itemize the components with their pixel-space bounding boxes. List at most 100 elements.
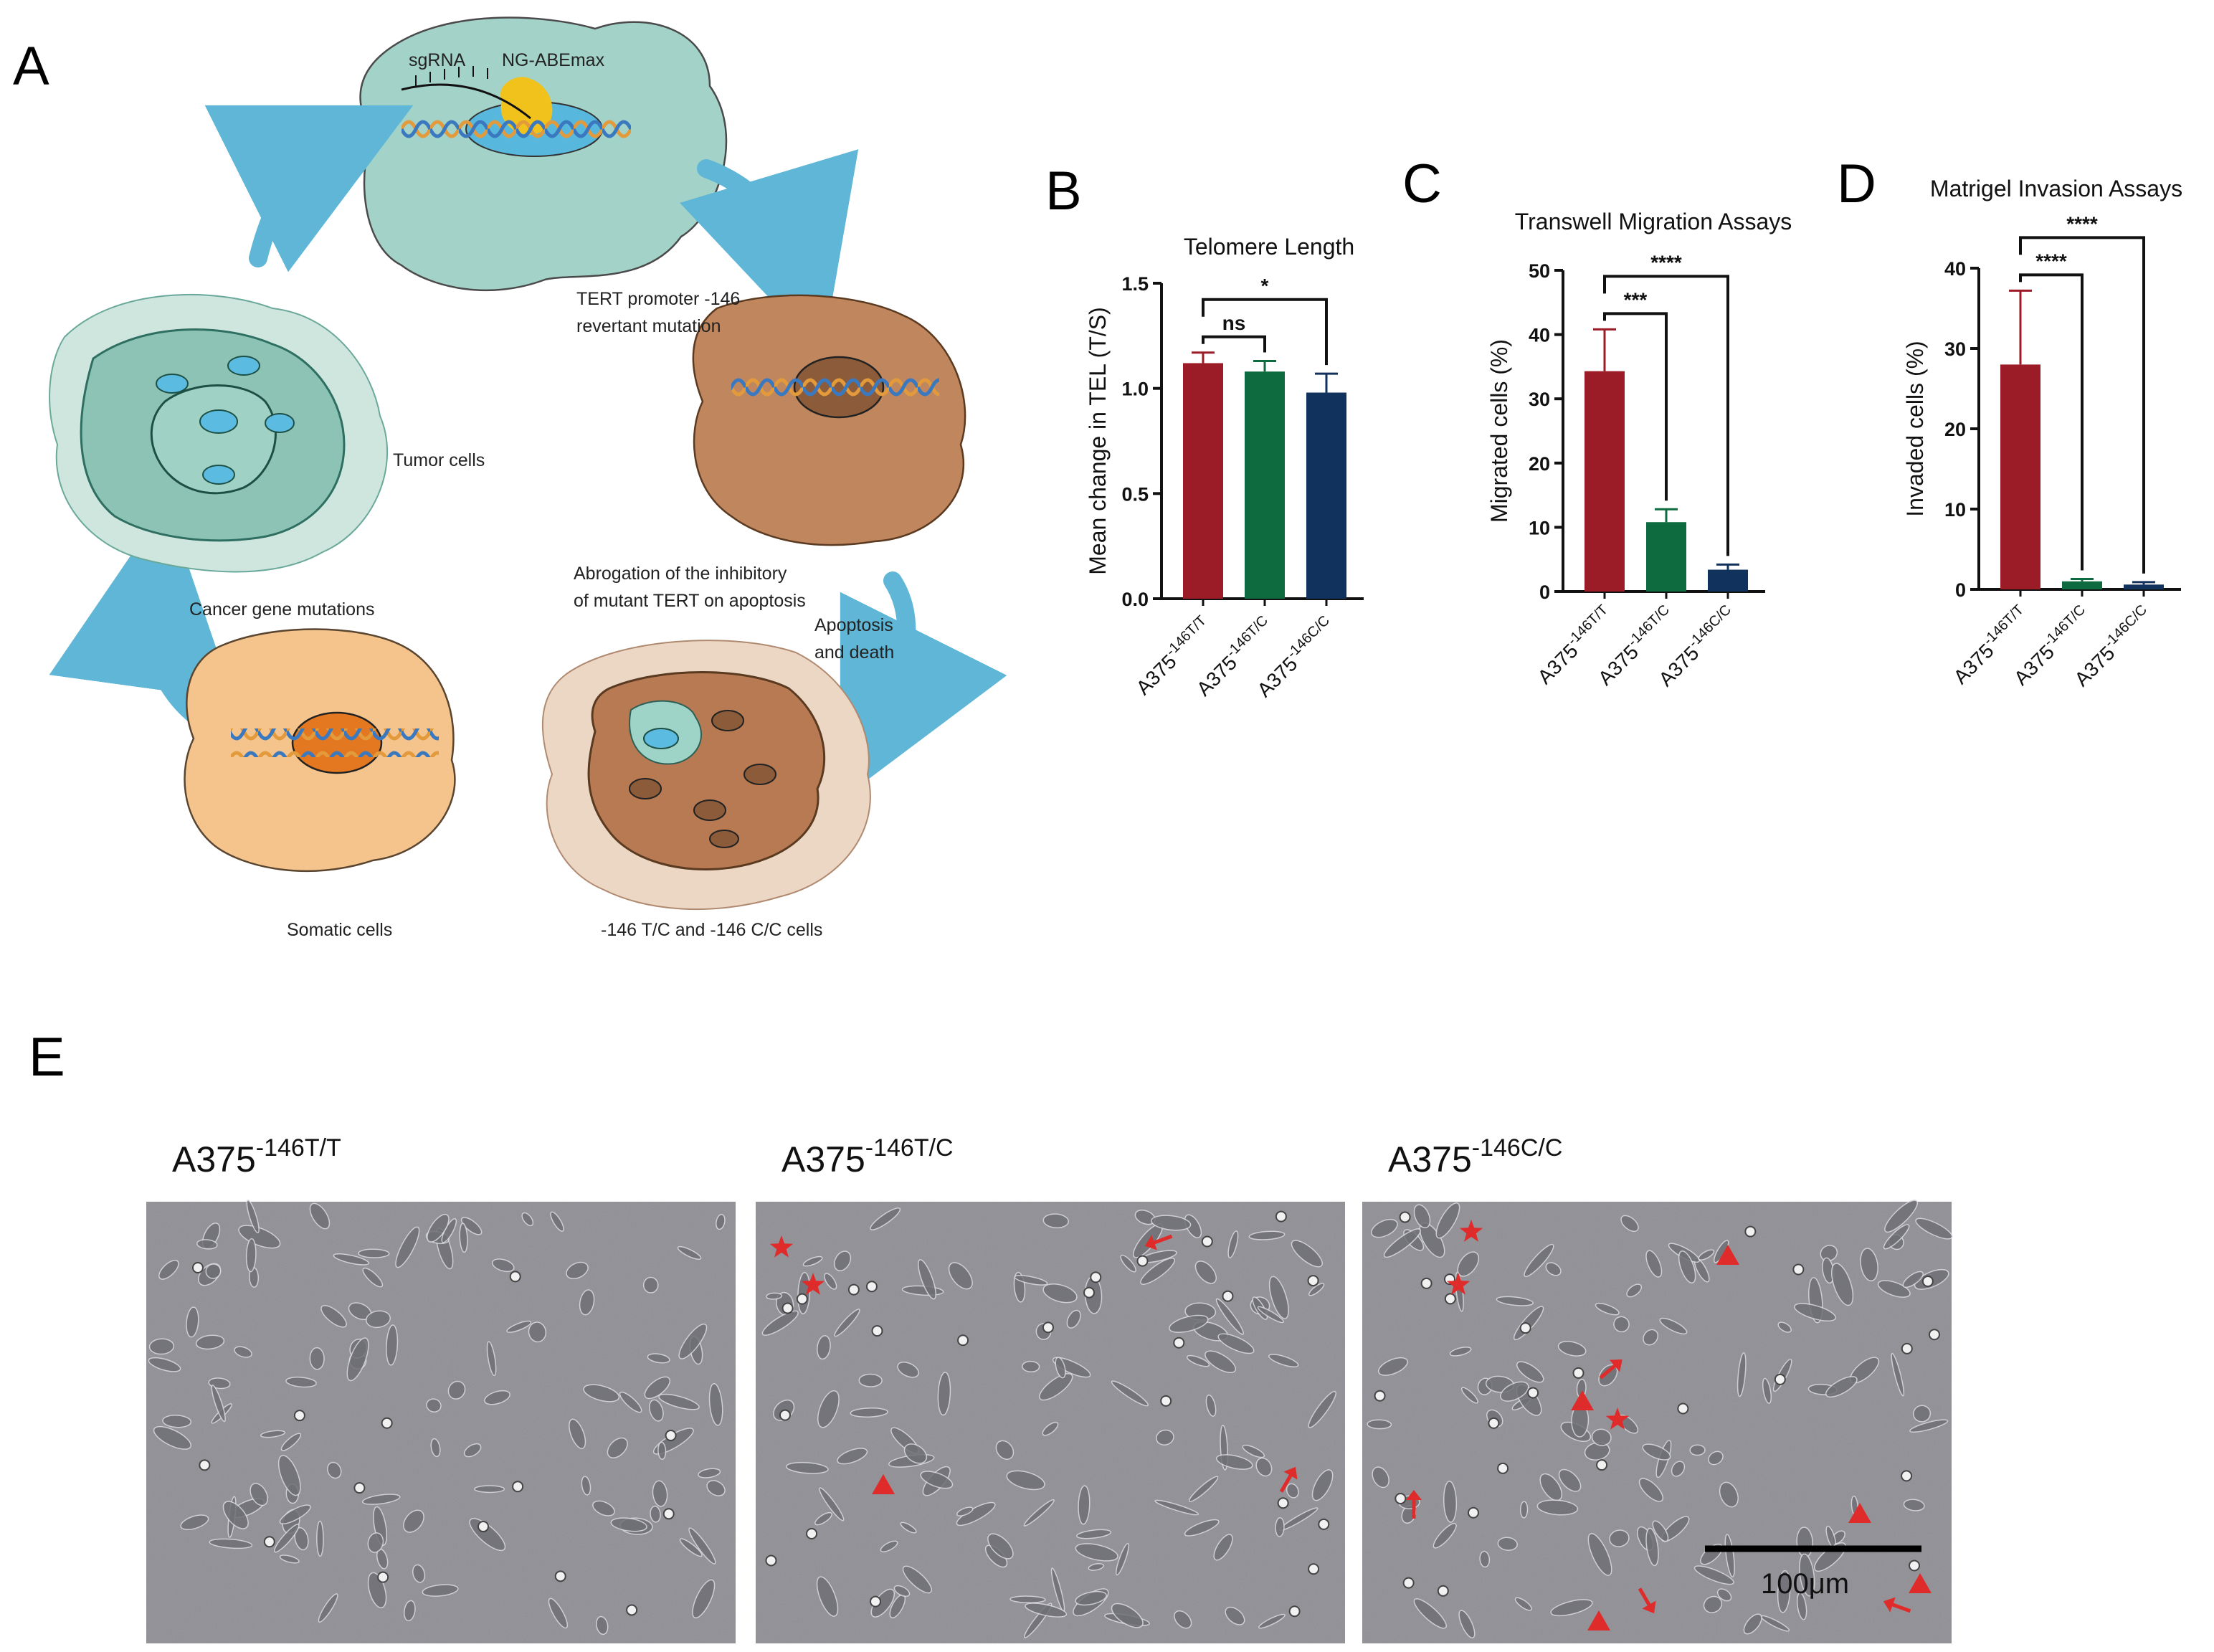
cell-shape xyxy=(870,1207,901,1230)
cell-shape xyxy=(404,1600,416,1622)
cell-shape xyxy=(817,1390,840,1428)
significance-bracket xyxy=(1202,298,1328,366)
cell-shape xyxy=(426,1398,442,1413)
cell-shape xyxy=(1308,1390,1336,1428)
y-tick-label: 0 xyxy=(1955,579,1966,601)
chart-title: Telomere Length xyxy=(1184,234,1354,260)
round-cell xyxy=(1318,1518,1330,1530)
cell-shape xyxy=(1154,1499,1199,1516)
cell-shape xyxy=(708,1382,723,1426)
cell-shape xyxy=(1184,1519,1220,1537)
cell-shape xyxy=(678,1323,708,1359)
cell-shape xyxy=(1458,1610,1476,1639)
y-tick-label: 30 xyxy=(1529,389,1550,410)
bar xyxy=(1245,371,1285,599)
bar xyxy=(1646,522,1686,592)
cell-shape xyxy=(837,1448,868,1465)
cell-shape xyxy=(1308,1283,1325,1296)
cell-shape xyxy=(430,1438,441,1458)
cell-shape xyxy=(250,1483,268,1506)
cell-shape xyxy=(647,1353,670,1364)
y-tick-label: 10 xyxy=(1944,499,1966,521)
cell-shape xyxy=(1227,1230,1239,1258)
triangle-marker-icon xyxy=(1848,1503,1871,1523)
cell-shape xyxy=(1111,1603,1144,1628)
bar xyxy=(1306,392,1346,599)
cell-shape xyxy=(1268,1276,1289,1319)
round-cell xyxy=(779,1409,791,1421)
cell-shape xyxy=(766,1292,783,1300)
triangle-marker-icon xyxy=(1587,1610,1610,1630)
cell-shape xyxy=(1367,1419,1392,1430)
star-marker-icon xyxy=(1605,1407,1630,1430)
round-cell xyxy=(1497,1462,1509,1474)
cell-shape xyxy=(1724,1534,1735,1577)
cell-shape xyxy=(893,1585,911,1598)
tumor-label: Tumor cells xyxy=(393,450,485,470)
cell-shape xyxy=(1550,1599,1593,1617)
cell-shape xyxy=(1383,1228,1421,1258)
cell-shape xyxy=(366,1310,391,1329)
triangle-marker-icon xyxy=(872,1474,895,1494)
round-cell xyxy=(1374,1390,1386,1402)
significance-bracket xyxy=(2019,273,2084,571)
cell-shape xyxy=(1884,1200,1918,1233)
cell-shape xyxy=(279,1554,300,1564)
round-cell xyxy=(1901,1342,1913,1354)
cell-shape xyxy=(1188,1476,1219,1502)
cell-shape xyxy=(1023,1499,1055,1527)
y-tick-label: 40 xyxy=(1529,325,1550,346)
cell-shape xyxy=(460,1217,483,1235)
arrow-icon xyxy=(840,571,1007,801)
cell-shape xyxy=(521,1212,534,1227)
round-cell xyxy=(512,1481,524,1493)
cell-shape xyxy=(1613,1316,1630,1333)
cell-shape xyxy=(1088,1562,1104,1571)
significance-bracket xyxy=(1603,312,1668,501)
round-cell xyxy=(1774,1373,1786,1385)
round-cell xyxy=(1519,1322,1531,1334)
cell-shape xyxy=(1268,1354,1299,1368)
cell-shape xyxy=(1609,1529,1630,1547)
cell-shape xyxy=(816,1576,839,1617)
star-marker-icon xyxy=(1459,1220,1483,1242)
y-axis-label: Invaded cells (%) xyxy=(1902,341,1928,516)
chart-title: Matrigel Invasion Assays xyxy=(1930,176,2182,201)
cell-shape xyxy=(1257,1306,1285,1324)
cell-shape xyxy=(1115,1542,1129,1576)
cell-shape xyxy=(422,1584,459,1597)
cell-shape xyxy=(285,1376,317,1388)
cell-shape xyxy=(320,1305,347,1328)
cell-shape xyxy=(900,1522,917,1534)
cell-shape xyxy=(785,1461,829,1474)
arrow-icon xyxy=(680,149,859,355)
cell-shape xyxy=(692,1579,716,1619)
cell-shape xyxy=(679,1538,703,1557)
round-cell xyxy=(1222,1290,1234,1302)
round-cell xyxy=(377,1571,389,1583)
cell-shape xyxy=(484,1390,510,1405)
cell-shape xyxy=(920,1471,954,1489)
round-cell xyxy=(1136,1255,1149,1267)
cell-shape xyxy=(1883,1224,1910,1250)
round-cell xyxy=(847,1283,860,1296)
round-cell xyxy=(554,1570,566,1582)
round-cell xyxy=(1288,1605,1301,1618)
round-cell xyxy=(199,1459,211,1471)
y-tick-label: 0.0 xyxy=(1121,589,1149,610)
cell-shape xyxy=(1539,1473,1563,1501)
star-marker-icon xyxy=(801,1273,825,1295)
round-cell xyxy=(1042,1321,1054,1334)
panel-label-b: B xyxy=(1045,161,1082,222)
tumor-cell-cluster: Tumor cells xyxy=(49,294,485,573)
cell-shape xyxy=(1457,1251,1480,1277)
tert-label-line1: TERT promoter -146 xyxy=(576,289,740,309)
apoptotic-cluster: Abrogation of the inhibitory of mutant T… xyxy=(541,564,894,940)
round-cell xyxy=(293,1410,305,1422)
cell-shape xyxy=(657,1441,667,1461)
cell-shape xyxy=(486,1341,497,1377)
cell-shape xyxy=(834,1309,860,1337)
cell-shape xyxy=(1743,1613,1762,1635)
